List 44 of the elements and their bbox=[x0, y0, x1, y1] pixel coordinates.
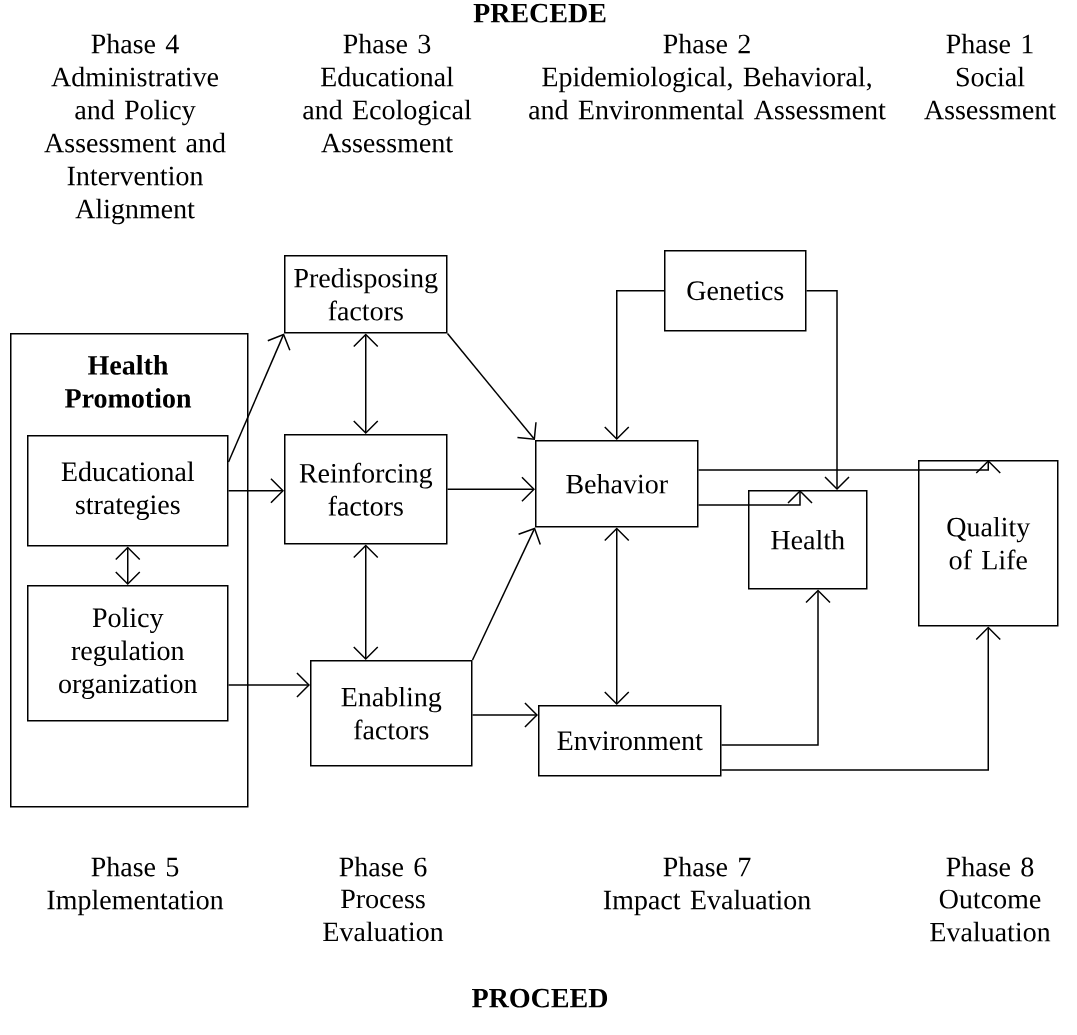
arrow bbox=[697, 460, 1001, 474]
phase-label: Phase 8 bbox=[946, 856, 1034, 877]
phase-label: Epidemiological, Behavioral, and Environmental Assessment bbox=[529, 66, 886, 120]
phase-label: Phase 2 bbox=[663, 33, 750, 54]
arrow bbox=[227, 478, 284, 504]
process-box: Environment bbox=[538, 705, 722, 777]
phase-label: Impact Evaluation bbox=[603, 889, 811, 916]
process-box: Enabling factors bbox=[310, 660, 473, 767]
arrow bbox=[471, 702, 538, 728]
phase-label: Process Evaluation bbox=[323, 889, 444, 942]
arrow bbox=[805, 290, 850, 490]
process-box: Predisposing factors bbox=[284, 255, 448, 334]
phase-label: Phase 4 bbox=[91, 33, 179, 54]
arrow bbox=[115, 546, 141, 585]
arrow bbox=[697, 490, 813, 506]
heading: PRECEDE bbox=[473, 3, 606, 23]
process-box: Genetics bbox=[664, 250, 807, 332]
phase-label: Phase 7 bbox=[663, 856, 751, 877]
phase-label: Administrative and Policy Assessment and Intervention Alignment bbox=[44, 66, 226, 225]
process-box: Policy regulation organization bbox=[27, 585, 229, 722]
process-box: Reinforcing factors bbox=[284, 434, 448, 545]
arrow bbox=[604, 290, 665, 440]
arrow bbox=[353, 544, 379, 660]
arrow bbox=[227, 672, 310, 698]
arrow bbox=[353, 333, 379, 434]
phase-label: Phase 6 bbox=[339, 856, 427, 877]
phase-label: Phase 1 bbox=[946, 33, 1033, 54]
arrow bbox=[604, 527, 630, 705]
arrow bbox=[720, 626, 1001, 771]
phase-label: Educational and Ecological Assessment bbox=[303, 66, 472, 153]
heading: PROCEED bbox=[472, 988, 608, 1008]
process-box: Health bbox=[748, 490, 868, 590]
process-box: Quality of Life bbox=[918, 460, 1059, 627]
phase-label: Phase 5 bbox=[91, 856, 179, 877]
process-box: Behavior bbox=[535, 440, 699, 528]
phase-label: Social Assessment bbox=[924, 66, 1056, 120]
phase-label: Phase 3 bbox=[343, 33, 431, 54]
arrow bbox=[446, 332, 537, 440]
phase-label: Implementation bbox=[47, 889, 224, 916]
arrow bbox=[720, 589, 831, 746]
phase-label: Outcome Evaluation bbox=[930, 889, 1051, 942]
arrow bbox=[446, 476, 535, 502]
arrow bbox=[471, 527, 542, 661]
process-box: Educational strategies bbox=[27, 435, 229, 547]
